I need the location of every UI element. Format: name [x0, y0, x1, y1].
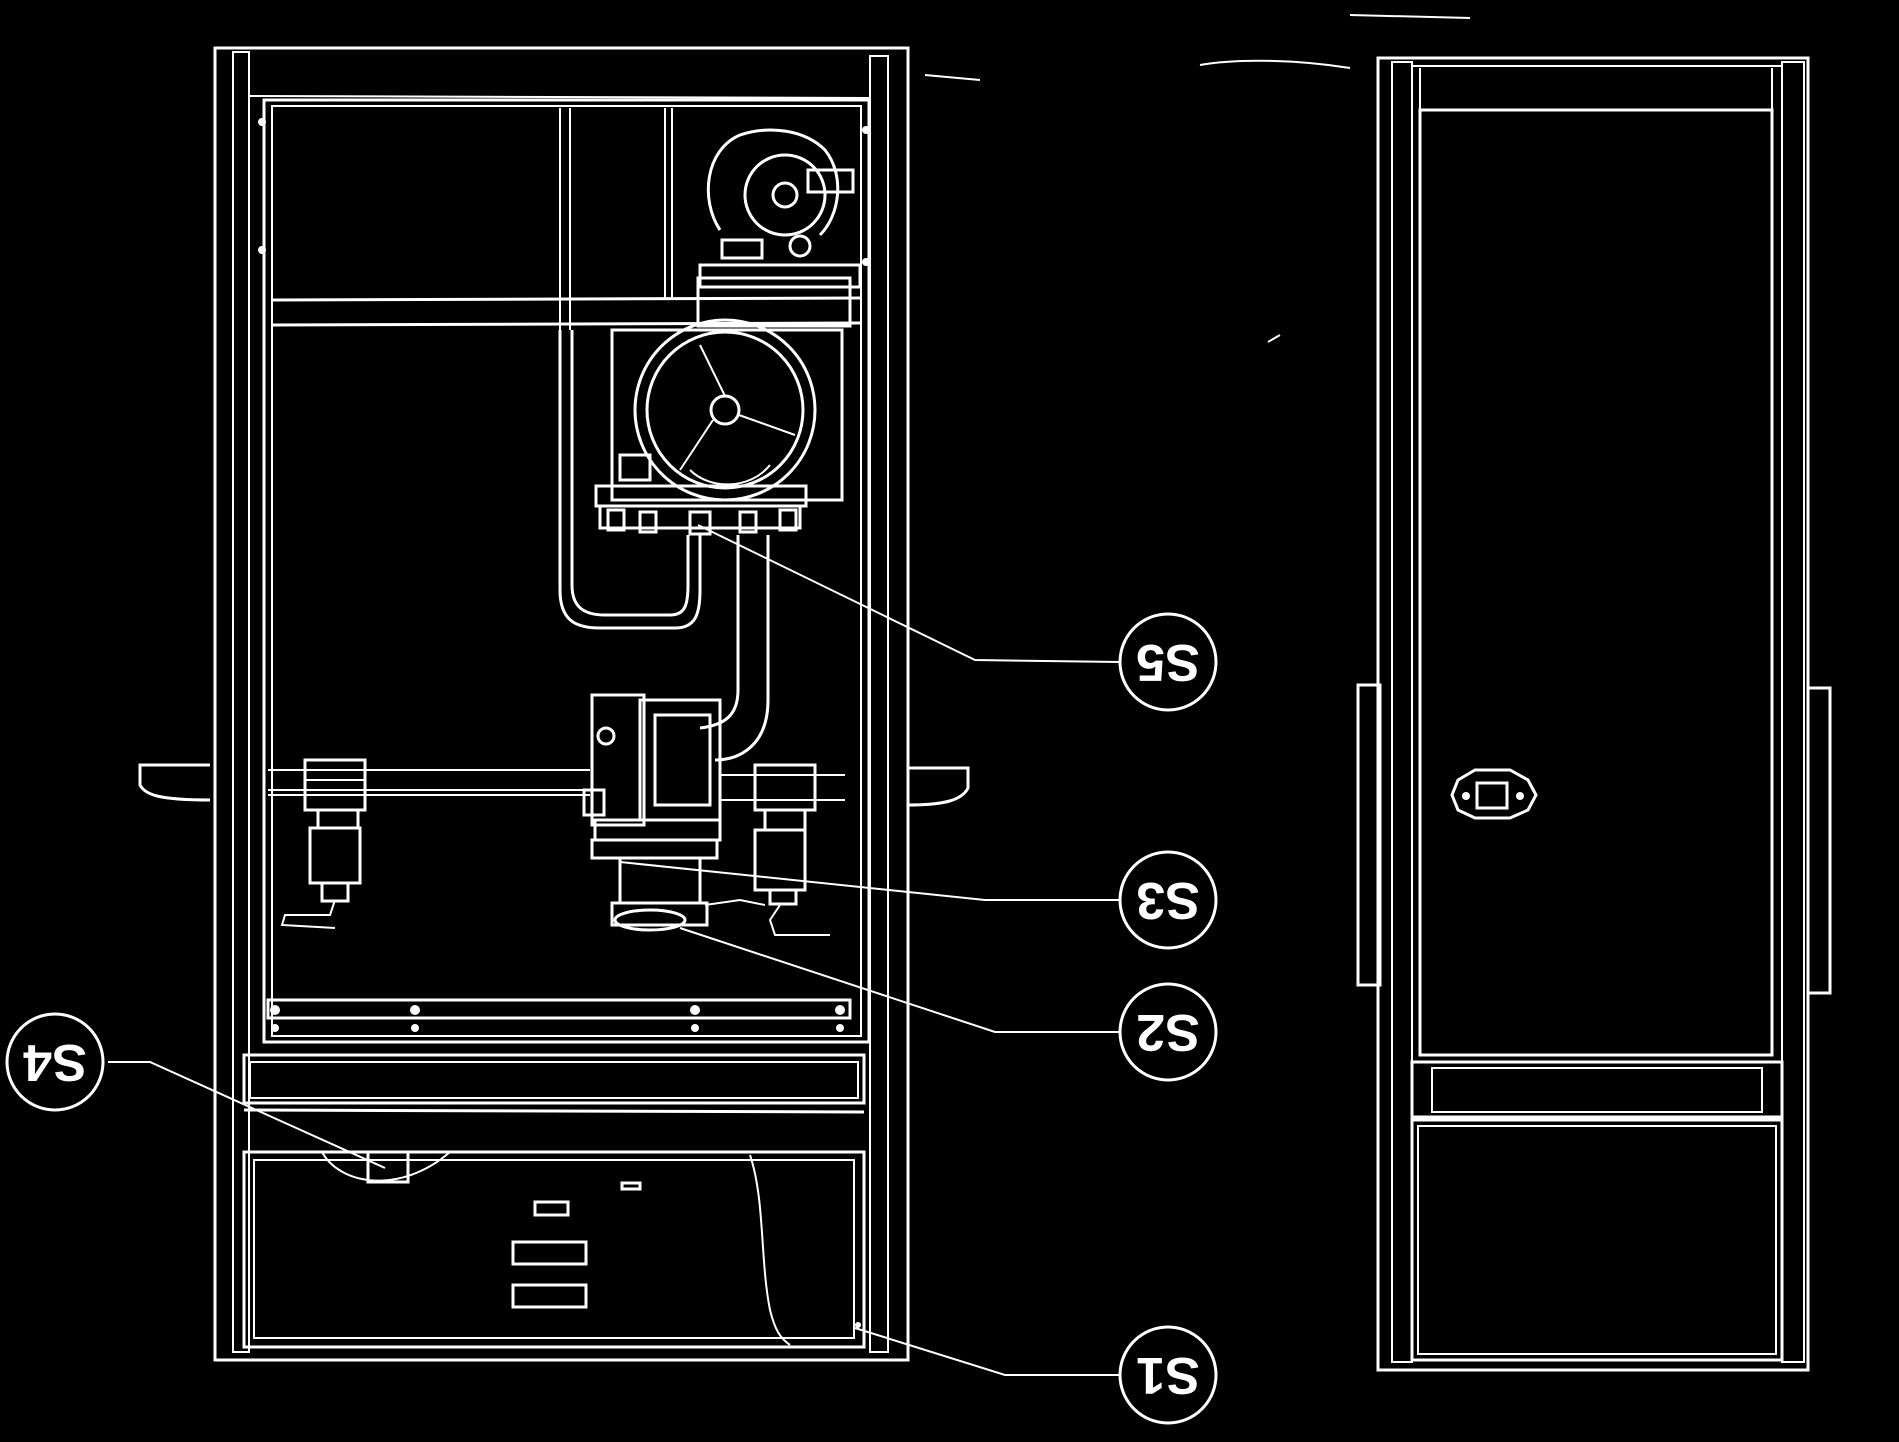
manifold	[268, 758, 845, 936]
callout-s4[interactable]: S4	[5, 1012, 105, 1112]
scan-artifacts	[924, 14, 1471, 343]
front-cabinet-inner-left	[232, 51, 250, 1353]
front-view	[138, 46, 970, 1362]
side-right-flange	[1806, 686, 1832, 995]
pump-assembly	[582, 693, 766, 932]
callout-s4-label: S4	[23, 1033, 87, 1091]
leader-s3	[619, 861, 1120, 901]
side-connector-port	[1450, 768, 1538, 820]
left-handle	[138, 763, 211, 802]
leader-s4	[108, 1061, 386, 1169]
leader-s2	[679, 927, 1120, 1033]
side-left-flange	[1356, 683, 1382, 987]
callout-s1[interactable]: S1	[1118, 1325, 1218, 1425]
callout-s2-label: S2	[1136, 1003, 1200, 1061]
leader-lines	[108, 524, 1121, 1376]
leader-s5	[697, 524, 1121, 663]
callout-s5-label: S5	[1136, 633, 1200, 691]
front-cabinet-inner-right	[869, 55, 889, 1353]
large-fan	[594, 318, 844, 536]
small-motor	[698, 128, 862, 289]
leader-s1	[854, 1327, 1120, 1376]
callout-s1-label: S1	[1136, 1346, 1200, 1404]
right-handle	[907, 766, 970, 807]
callout-s2[interactable]: S2	[1118, 982, 1218, 1082]
bottom-access-panel	[242, 1150, 866, 1349]
upper-compartment	[262, 98, 871, 1044]
side-cabinet-outer	[1376, 56, 1810, 1372]
side-view	[1356, 56, 1832, 1372]
callout-s3[interactable]: S3	[1118, 850, 1218, 950]
callout-s5[interactable]: S5	[1118, 612, 1218, 712]
front-cabinet-outer	[213, 46, 910, 1362]
callout-s3-label: S3	[1136, 871, 1200, 929]
